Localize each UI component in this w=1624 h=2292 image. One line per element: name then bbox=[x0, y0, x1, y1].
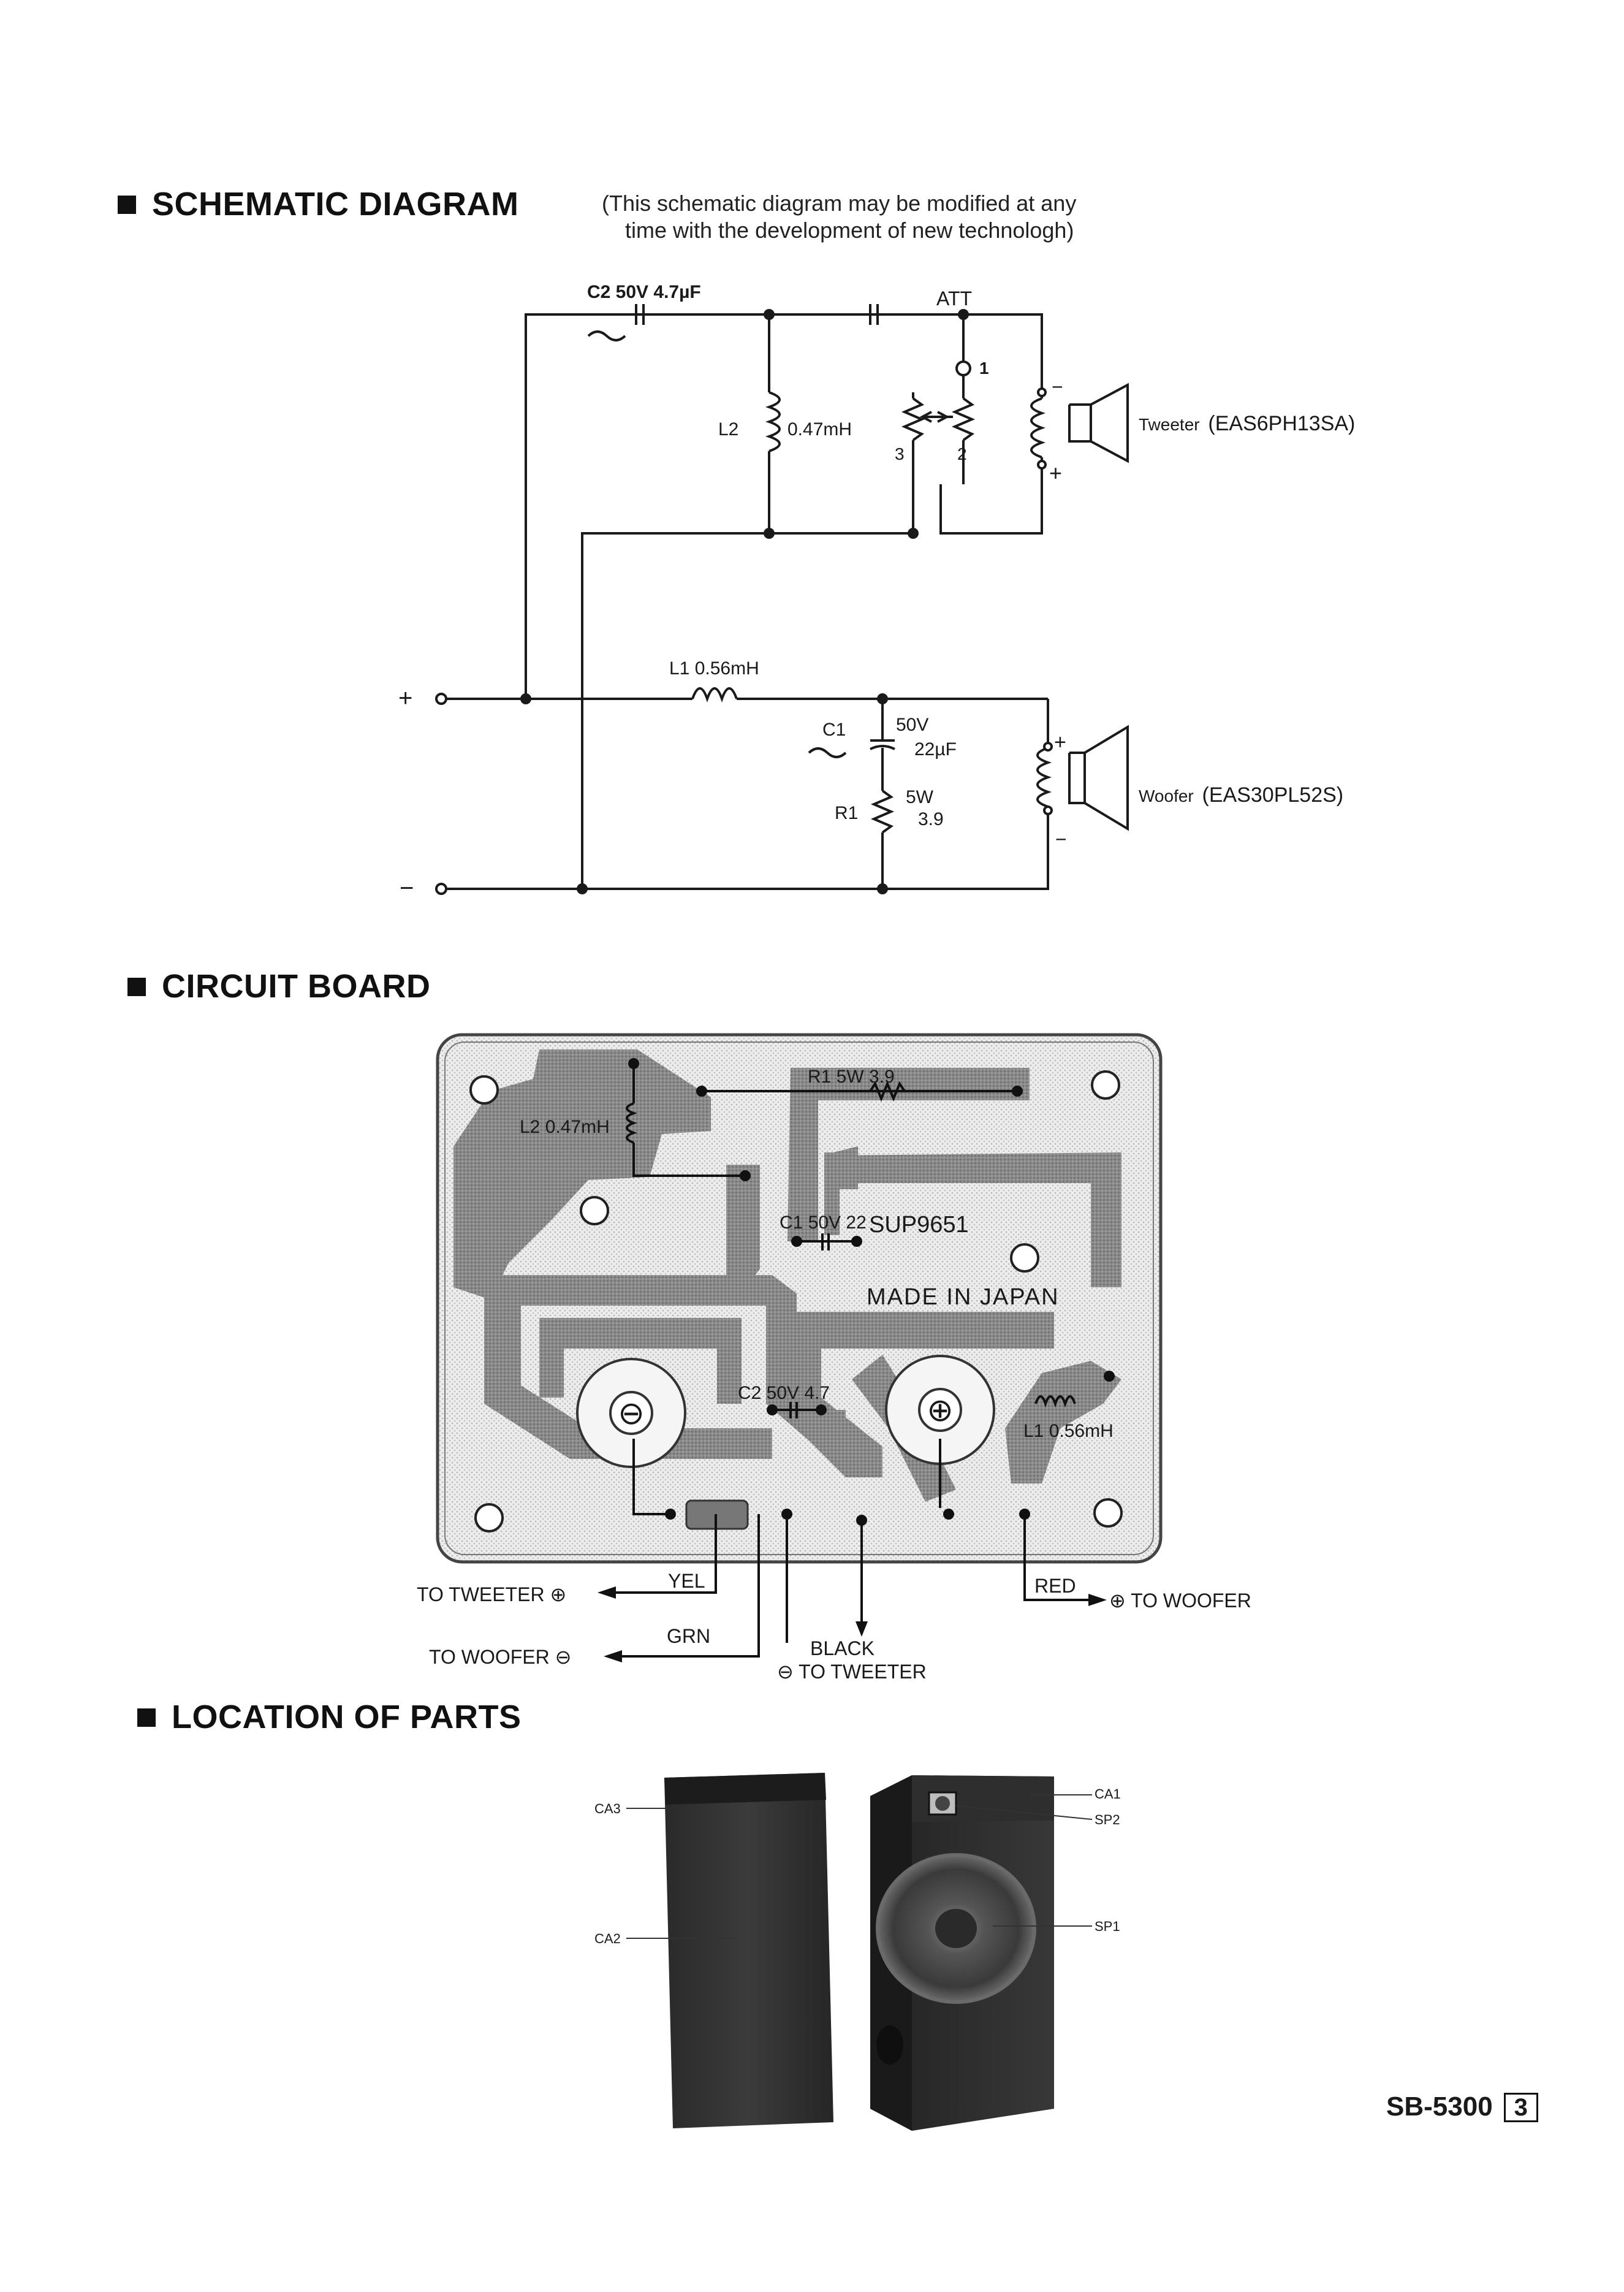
schematic-note-line2: time with the development of new technol… bbox=[625, 218, 1074, 243]
speaker-grille-cabinet bbox=[664, 1773, 833, 2128]
speaker-photo: CA3 CA2 CA1 SP2 SP1 bbox=[594, 1773, 1121, 2131]
woofer-minus: − bbox=[1055, 828, 1067, 850]
tweeter-plus: + bbox=[1049, 460, 1062, 485]
lead-to-tweeter-minus: ⊖ TO TWEETER bbox=[777, 1661, 927, 1683]
lead-red: RED bbox=[1034, 1575, 1076, 1597]
lead-black: BLACK bbox=[810, 1637, 875, 1659]
lead-to-woofer-minus: TO WOOFER ⊖ bbox=[429, 1646, 571, 1668]
solder-points bbox=[628, 1058, 1115, 1526]
part-ca1: CA1 bbox=[1095, 1786, 1121, 1802]
lead-grn: GRN bbox=[667, 1625, 710, 1647]
c2-label: C2 50V 4.7µF bbox=[587, 282, 701, 302]
bullet-square-icon bbox=[118, 196, 136, 214]
att-label: ATT bbox=[936, 287, 972, 310]
circuit-board-heading: CIRCUIT BOARD bbox=[127, 967, 430, 1005]
woofer-plus: + bbox=[1054, 731, 1066, 754]
tweeter-label: Tweeter (EAS6PH13SA) bbox=[1139, 412, 1355, 435]
terminal-plus-symbol: ⊕ bbox=[927, 1393, 954, 1428]
c1-name: C1 bbox=[822, 720, 846, 740]
att-pin2: 2 bbox=[957, 444, 967, 463]
mounting-holes bbox=[469, 1070, 1123, 1532]
page-number: 3 bbox=[1503, 2093, 1538, 2122]
lead-to-tweeter-plus: TO TWEETER ⊕ bbox=[417, 1583, 566, 1605]
schematic-junction-dots bbox=[520, 309, 969, 894]
board-c2-label: C2 50V 4.7 bbox=[738, 1383, 830, 1403]
board-r1-label: R1 5W 3.9 bbox=[808, 1067, 895, 1087]
board-c1-label: C1 50V 22 bbox=[780, 1213, 867, 1233]
l1-label: L1 0.56mH bbox=[669, 658, 759, 679]
circuit-board-diagram: ⊖ ⊕ R1 5W 3.9 L2 0 bbox=[417, 1033, 1251, 1683]
r1-name: R1 bbox=[835, 803, 858, 823]
l2-name: L2 bbox=[718, 419, 738, 440]
woofer-label: Woofer (EAS30PL52S) bbox=[1139, 783, 1343, 807]
schematic-diagram: C2 50V 4.7µF ATT 1 L2 0.47mH 3 2 − + Twe… bbox=[398, 282, 1355, 902]
copper-traces bbox=[453, 1049, 1121, 1502]
r1-power: 5W bbox=[906, 787, 934, 807]
part-ca2: CA2 bbox=[594, 1931, 621, 1946]
lead-yel: YEL bbox=[668, 1570, 705, 1592]
page-footer: SB-5300 3 bbox=[1386, 2092, 1538, 2122]
schematic-note: (This schematic diagram may be modified … bbox=[602, 190, 1076, 244]
part-ca3: CA3 bbox=[594, 1801, 621, 1816]
schematic-note-line1: (This schematic diagram may be modified … bbox=[602, 191, 1077, 216]
location-title: LOCATION OF PARTS bbox=[172, 1699, 522, 1735]
minus-terminal-label: − bbox=[400, 875, 414, 902]
c1-value: 22µF bbox=[914, 739, 957, 760]
lead-to-woofer-plus: ⊕ TO WOOFER bbox=[1109, 1590, 1251, 1612]
board-l2-label: L2 0.47mH bbox=[520, 1117, 610, 1137]
part-sp2: SP2 bbox=[1095, 1812, 1120, 1827]
board-code: SUP9651 bbox=[869, 1212, 969, 1238]
r1-value: 3.9 bbox=[918, 809, 944, 829]
part-sp1: SP1 bbox=[1095, 1919, 1120, 1934]
location-heading: LOCATION OF PARTS bbox=[137, 1698, 521, 1736]
tweeter-minus: − bbox=[1052, 376, 1063, 398]
att-pin1: 1 bbox=[979, 359, 989, 378]
terminal-minus-symbol: ⊖ bbox=[618, 1396, 645, 1431]
schematic-title: SCHEMATIC DIAGRAM bbox=[152, 186, 519, 223]
terminal-minus: ⊖ bbox=[576, 1358, 686, 1468]
bullet-square-icon bbox=[127, 978, 146, 996]
schematic-heading: SCHEMATIC DIAGRAM bbox=[118, 185, 518, 223]
circuit-board-title: CIRCUIT BOARD bbox=[162, 968, 431, 1005]
model-number: SB-5300 bbox=[1386, 2092, 1493, 2122]
att-pin3: 3 bbox=[895, 444, 905, 463]
c1-voltage: 50V bbox=[896, 715, 928, 735]
plus-terminal-label: + bbox=[398, 685, 412, 712]
board-made-in: MADE IN JAPAN bbox=[867, 1284, 1060, 1310]
l2-value: 0.47mH bbox=[787, 419, 852, 440]
bullet-square-icon bbox=[137, 1708, 156, 1727]
terminal-plus: ⊕ bbox=[885, 1355, 995, 1465]
board-l1-label: L1 0.56mH bbox=[1023, 1421, 1114, 1441]
